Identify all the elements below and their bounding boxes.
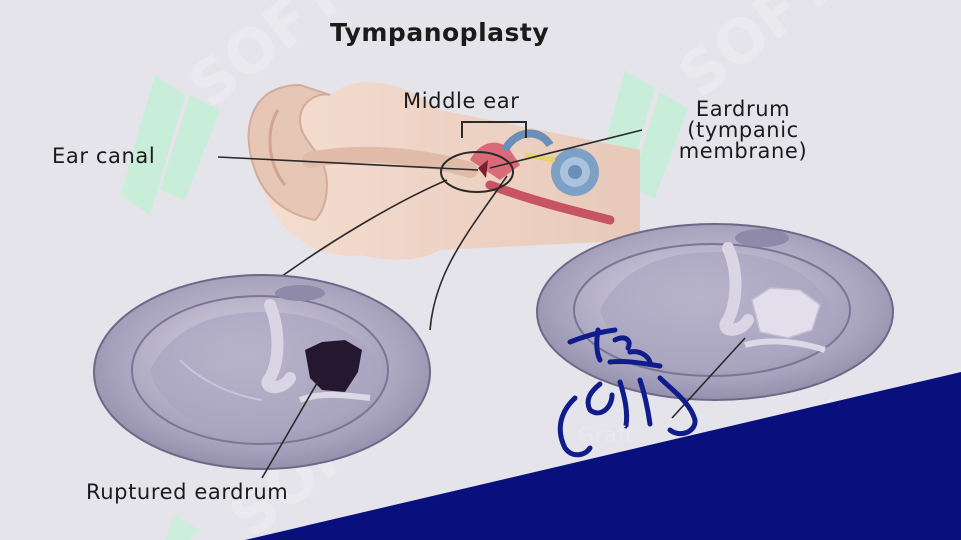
ruptured-leader — [261, 377, 321, 479]
eardrum-leader — [489, 129, 643, 169]
eardrum-label-line1: Eardrum — [695, 97, 791, 121]
cochlea-icon — [470, 129, 615, 225]
eardrum-label: Eardrum (tympanic membrane) — [648, 99, 838, 162]
middle-ear-label: Middle ear — [403, 89, 520, 113]
ruptured-eardrum-label: Ruptured eardrum — [86, 480, 289, 504]
graft-patch — [751, 287, 821, 339]
ear-canal-leader — [217, 156, 479, 171]
middle-ear-bracket — [461, 121, 527, 138]
watermark-logo-left — [120, 75, 220, 215]
eardrum-label-line3: membrane) — [678, 139, 808, 163]
eardrum-label-line2: (tympanic — [687, 118, 799, 142]
page-title: Tympanoplasty — [330, 18, 550, 47]
eardrum-highlight-circle — [440, 151, 514, 193]
navy-banner — [245, 372, 961, 540]
ear-canal-label: Ear canal — [52, 144, 156, 168]
ear-icon — [247, 82, 640, 260]
connector-line-right — [429, 175, 508, 331]
graft-inset — [536, 223, 894, 401]
connector-line-left — [259, 179, 448, 293]
ruptured-eardrum-inset — [93, 274, 431, 470]
watermark-text-2: SOFT — [666, 0, 848, 112]
graft-label: Graft — [578, 423, 635, 447]
watermark-logo-bottom-left — [165, 515, 200, 540]
handwriting-annotation — [557, 327, 698, 458]
